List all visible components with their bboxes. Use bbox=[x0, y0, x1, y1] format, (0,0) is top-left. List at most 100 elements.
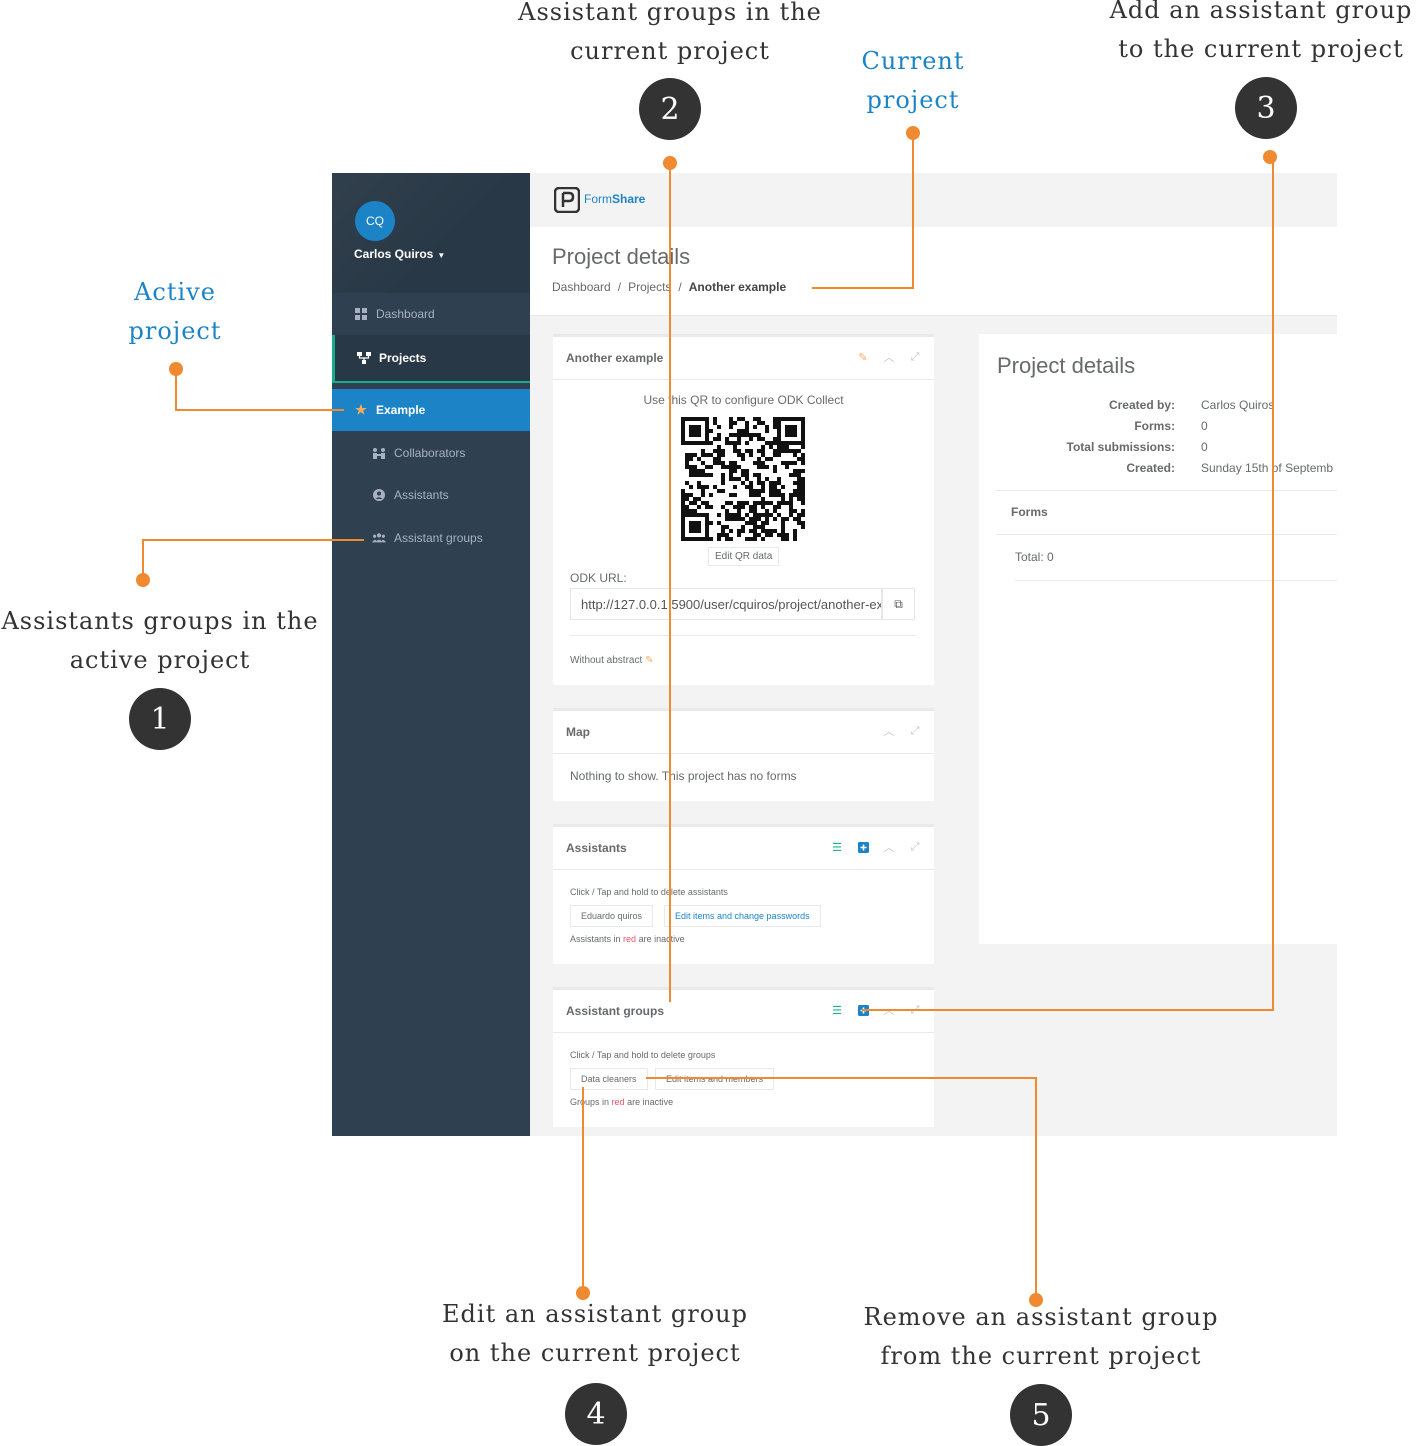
sidebar-item-label: Collaborators bbox=[394, 446, 466, 460]
groups-note: Groups in red are inactive bbox=[570, 1097, 673, 1107]
formshare-logo-icon[interactable] bbox=[553, 186, 581, 214]
note-text: are inactive bbox=[638, 934, 685, 944]
add-group-icon[interactable] bbox=[856, 1003, 870, 1017]
user-name: Carlos Quiros bbox=[354, 247, 434, 261]
annotation-text: Assistant groups in the bbox=[518, 0, 822, 26]
detail-key: Total submissions: bbox=[1066, 440, 1175, 454]
annotation-badge-1: 1 bbox=[129, 688, 191, 750]
divider bbox=[996, 534, 1337, 535]
breadcrumb-separator: / bbox=[678, 280, 682, 294]
logo-text-part: Form bbox=[584, 192, 612, 206]
sidebar-item-label: Dashboard bbox=[376, 307, 435, 321]
sidebar-item-label: Assistants bbox=[394, 488, 449, 502]
breadcrumb-projects[interactable]: Projects bbox=[628, 280, 672, 294]
chevron-up-icon[interactable]: ︿ bbox=[883, 842, 895, 854]
copy-icon: ⧉ bbox=[894, 596, 903, 611]
expand-icon[interactable]: ⤢ bbox=[910, 840, 920, 853]
breadcrumb-separator: / bbox=[617, 280, 622, 294]
odk-url-label: ODK URL: bbox=[570, 571, 627, 585]
chevron-up-icon[interactable]: ︿ bbox=[883, 352, 895, 364]
formshare-logo-text[interactable]: FormShare bbox=[584, 192, 645, 206]
annotation-text: to the current project bbox=[1118, 35, 1404, 63]
list-icon[interactable]: ☰ bbox=[832, 1004, 842, 1017]
assistants-box: Assistants ☰ ︿ ⤢ Click / Tap and hold to… bbox=[553, 824, 934, 964]
chevron-up-icon[interactable]: ︿ bbox=[883, 1005, 895, 1017]
user-menu[interactable]: Carlos Quiros▼ bbox=[354, 247, 445, 261]
detail-value: 0 bbox=[1201, 419, 1208, 433]
box-tools: ☰ ︿ ⤢ bbox=[830, 1003, 922, 1018]
group-chip[interactable]: Data cleaners bbox=[570, 1068, 648, 1090]
assistant-groups-box: Assistant groups ☰ ︿ ⤢ Click / Tap and h… bbox=[553, 987, 934, 1127]
expand-icon[interactable]: ⤢ bbox=[910, 350, 920, 363]
page-title: Project details bbox=[552, 244, 691, 269]
annotation-text: Current bbox=[861, 47, 965, 75]
box-tools: ︿ ⤢ bbox=[882, 724, 922, 739]
box-tools: ✎ ︿ ⤢ bbox=[856, 350, 922, 365]
odk-url-field[interactable]: http://127.0.0.1:5900/user/cquiros/proje… bbox=[570, 588, 882, 620]
expand-icon[interactable]: ⤢ bbox=[910, 1003, 920, 1016]
map-empty-text: Nothing to show. This project has no for… bbox=[570, 769, 797, 783]
sidebar-item-collaborators[interactable]: Collaborators bbox=[332, 432, 530, 474]
box-tools: ☰ ︿ ⤢ bbox=[830, 840, 922, 855]
annotation-text: Remove an assistant group bbox=[863, 1303, 1219, 1331]
sidebar-item-label: Assistant groups bbox=[394, 531, 483, 545]
annotation-text: project bbox=[128, 317, 222, 345]
sidebar-item-projects[interactable]: Projects bbox=[332, 335, 530, 383]
assistants-note: Assistants in red are inactive bbox=[570, 934, 685, 944]
annotation-text: on the current project bbox=[449, 1339, 741, 1367]
breadcrumb-dashboard[interactable]: Dashboard bbox=[552, 280, 611, 294]
project-box: Another example ✎ ︿ ⤢ Use this QR to con… bbox=[553, 334, 934, 685]
sidebar-item-label: Projects bbox=[379, 351, 427, 365]
callout-dot bbox=[136, 573, 150, 587]
collaborators-icon bbox=[372, 446, 386, 460]
note-red: red bbox=[611, 1097, 625, 1107]
app-window: CQ Carlos Quiros▼ Dashboard Projects ★ E… bbox=[332, 173, 1337, 1136]
edit-groups-link[interactable]: Edit items and members bbox=[655, 1068, 775, 1090]
copy-url-button[interactable]: ⧉ bbox=[882, 588, 915, 620]
list-icon[interactable]: ☰ bbox=[832, 841, 842, 854]
page-heading: Project details Dashboard/Projects/Anoth… bbox=[530, 227, 1337, 316]
annotation-text: current project bbox=[570, 37, 770, 65]
detail-value: Carlos Quiros bbox=[1201, 398, 1275, 412]
callout-dot bbox=[169, 362, 183, 376]
assistants-box-title: Assistants bbox=[566, 841, 627, 855]
assistants-hint: Click / Tap and hold to delete assistant… bbox=[570, 887, 728, 897]
sidebar-item-assistants[interactable]: Assistants bbox=[332, 474, 530, 516]
edit-abstract-icon[interactable]: ✎ bbox=[645, 655, 654, 666]
details-title: Project details bbox=[997, 353, 1136, 378]
annotation-text: active project bbox=[69, 646, 251, 674]
annotation-badge-3: 3 bbox=[1235, 77, 1297, 139]
sidebar-item-label: Example bbox=[376, 403, 426, 417]
assistant-groups-box-header: Assistant groups ☰ ︿ ⤢ bbox=[553, 990, 934, 1033]
detail-key: Created by: bbox=[1108, 398, 1175, 412]
expand-icon[interactable]: ⤢ bbox=[910, 724, 920, 737]
assistant-groups-box-title: Assistant groups bbox=[566, 1004, 665, 1018]
sidebar-item-example[interactable]: ★ Example bbox=[332, 389, 530, 431]
edit-qr-button[interactable]: Edit QR data bbox=[708, 547, 780, 566]
users-icon bbox=[372, 531, 386, 545]
map-box-header: Map ︿ ⤢ bbox=[553, 711, 934, 754]
sidebar-item-dashboard[interactable]: Dashboard bbox=[332, 293, 530, 335]
top-navbar: FormShare bbox=[530, 173, 1337, 228]
project-details-box: Project details Created by: Carlos Quiro… bbox=[979, 334, 1337, 944]
detail-key: Forms: bbox=[1134, 419, 1175, 433]
annotation-badge-2: 2 bbox=[639, 78, 701, 140]
edit-assistants-link[interactable]: Edit items and change passwords bbox=[664, 905, 821, 927]
annotation-2-label: Assistant groups in the current project bbox=[500, 0, 840, 71]
assistant-chip[interactable]: Eduardo quiros bbox=[570, 905, 654, 927]
logo-text-part: Share bbox=[612, 192, 646, 206]
assistants-box-header: Assistants ☰ ︿ ⤢ bbox=[553, 827, 934, 870]
callout-dot bbox=[1263, 150, 1277, 164]
chevron-up-icon[interactable]: ︿ bbox=[883, 726, 895, 738]
sidebar-item-assistant-groups[interactable]: Assistant groups bbox=[332, 517, 530, 559]
detail-value: Sunday 15th of Septemb bbox=[1201, 461, 1334, 475]
add-assistant-icon[interactable] bbox=[856, 840, 870, 854]
edit-pencil-icon[interactable]: ✎ bbox=[858, 351, 868, 364]
avatar[interactable]: CQ bbox=[355, 201, 395, 241]
callout-dot bbox=[663, 156, 677, 170]
sidebar-header: CQ Carlos Quiros▼ bbox=[332, 173, 530, 293]
